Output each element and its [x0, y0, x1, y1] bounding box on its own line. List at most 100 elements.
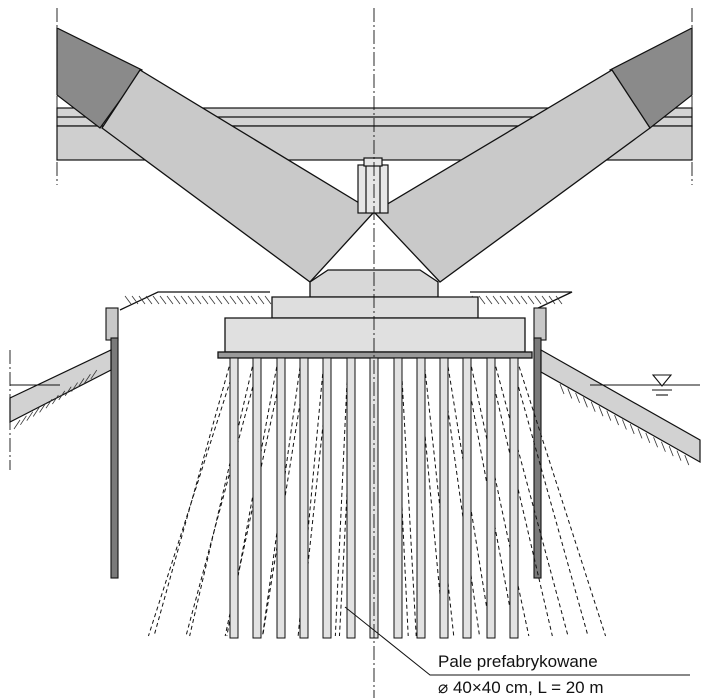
dashed-pile-edge-b-12: [493, 359, 569, 637]
slope-hatch-right-6: [598, 406, 604, 417]
pile-2: [252, 357, 262, 639]
hatch-right-stroke-9: [527, 295, 535, 305]
pile-11: [462, 357, 472, 639]
pile-3: [276, 357, 286, 639]
slope-hatch-left-11: [77, 378, 85, 388]
pile-cap-base: [217, 351, 533, 359]
pile-10: [439, 357, 449, 639]
dashed-pile-edge-b-1: [147, 359, 238, 637]
pier: [217, 269, 533, 359]
embankment-left: [119, 291, 270, 311]
hatch-left-stroke-4: [145, 295, 153, 305]
dashed-pile-edge-a-1: [153, 359, 232, 637]
hatch-left-stroke-2: [131, 295, 139, 305]
slope-hatch-right-3: [575, 392, 580, 404]
slope-hatch-right-11: [637, 428, 643, 439]
pile-8: [393, 357, 403, 639]
hatch-left-stroke-8: [173, 295, 181, 305]
dashed-pile-edge-b-9: [423, 359, 455, 637]
slope-hatch-right-5: [590, 401, 596, 412]
dashed-pile-edge-a-4: [262, 359, 302, 637]
pile-1: [229, 357, 239, 639]
pile-9: [416, 357, 426, 639]
pile-cap: [224, 317, 526, 353]
slope-hatch-left-6: [45, 398, 53, 409]
hatch-left-stroke-14: [215, 295, 223, 305]
slope-hatch-left-7: [52, 394, 59, 405]
hatch-left-stroke-1: [124, 295, 132, 305]
hatch-right-stroke-5: [499, 295, 507, 305]
dashed-pile-edge-b-13: [516, 359, 607, 637]
slope-hatch-right-17: [684, 454, 690, 466]
pile-12: [486, 357, 496, 639]
right-slope-slab: [540, 348, 701, 464]
slope-hatch-left-12: [84, 374, 91, 384]
sheet-piles: [105, 307, 547, 579]
hatch-left-stroke-12: [201, 295, 209, 305]
slope-hatch-right-8: [614, 414, 619, 426]
sheet-pile-right-cap: [533, 307, 547, 341]
hanger-post: [357, 164, 389, 214]
central-hanger: [357, 157, 389, 214]
pile-4: [299, 357, 309, 639]
water-level-triangle-icon: [651, 374, 673, 387]
hatch-left-stroke-19: [250, 295, 258, 305]
hatch-right-stroke-11: [541, 295, 549, 305]
slope-hatch: [13, 369, 690, 466]
hatch-right-stroke-8: [520, 295, 528, 305]
hatch-left-stroke-7: [166, 295, 174, 305]
pile-5: [322, 357, 332, 639]
annotation-line-2: ⌀ 40×40 cm, L = 20 m: [438, 678, 604, 697]
precast-piles: [229, 357, 519, 639]
slope-hatch-right-10: [629, 423, 635, 435]
slope-hatch-left-9: [64, 386, 72, 396]
hatch-left-stroke-10: [187, 295, 195, 305]
hatch-left-stroke-15: [222, 295, 230, 305]
left-strut-end: [56, 27, 143, 129]
side-slabs: [9, 348, 701, 464]
dashed-pile-edge-b-2: [185, 359, 261, 637]
dashed-pile-edge-a-13: [510, 359, 589, 637]
pier-upper-step: [271, 296, 479, 319]
left-slope-slab: [9, 349, 112, 423]
slope-hatch-right-16: [676, 450, 682, 461]
ground-hatch-left: [124, 295, 272, 305]
slope-hatch-left-3: [26, 411, 34, 421]
hatch-left-stroke-17: [236, 295, 244, 305]
dashed-pile-edge-a-12: [487, 359, 553, 637]
slope-hatch-right-15: [668, 446, 674, 457]
hatch-right-stroke-13: [555, 295, 563, 305]
slope-hatch-left-1: [13, 419, 21, 430]
hatch-left-stroke-18: [243, 295, 251, 305]
sheet-pile-left-cap: [105, 307, 119, 341]
dashed-pile-edge-b-8: [400, 359, 417, 637]
sheet-pile-right: [533, 337, 542, 579]
slope-hatch-left-5: [39, 403, 46, 413]
slope-hatch-left-10: [71, 382, 78, 392]
hatch-right-stroke-4: [492, 295, 500, 305]
annotation-leader: [344, 606, 690, 676]
slope-hatch-right-1: [559, 383, 565, 395]
hatch-left-stroke-21: [264, 295, 272, 305]
slope-hatch-right-12: [645, 432, 651, 443]
hatch-right-stroke-3: [485, 295, 493, 305]
hatch-left-stroke-13: [208, 295, 216, 305]
slope-hatch-right-7: [606, 410, 612, 421]
hatch-left-stroke-20: [257, 295, 265, 305]
water-level: [10, 374, 700, 396]
dashed-pile-edge-b-11: [469, 359, 530, 637]
slope-hatch-right-2: [567, 388, 573, 399]
pile-annotation: Pale prefabrykowane ⌀ 40×40 cm, L = 20 m: [344, 606, 690, 697]
hatch-right-stroke-6: [506, 295, 514, 305]
pile-6: [346, 357, 356, 639]
hatch-left-stroke-5: [152, 295, 160, 305]
slope-hatch-right-4: [583, 397, 588, 408]
hatch-right-stroke-12: [548, 295, 556, 305]
slope-hatch-left-13: [90, 369, 98, 380]
hatch-left-stroke-6: [159, 295, 167, 305]
hatch-left-stroke-3: [138, 295, 146, 305]
hatch-right-stroke-7: [513, 295, 521, 305]
left-strut: [101, 69, 376, 283]
hatch-right-stroke-10: [534, 295, 542, 305]
